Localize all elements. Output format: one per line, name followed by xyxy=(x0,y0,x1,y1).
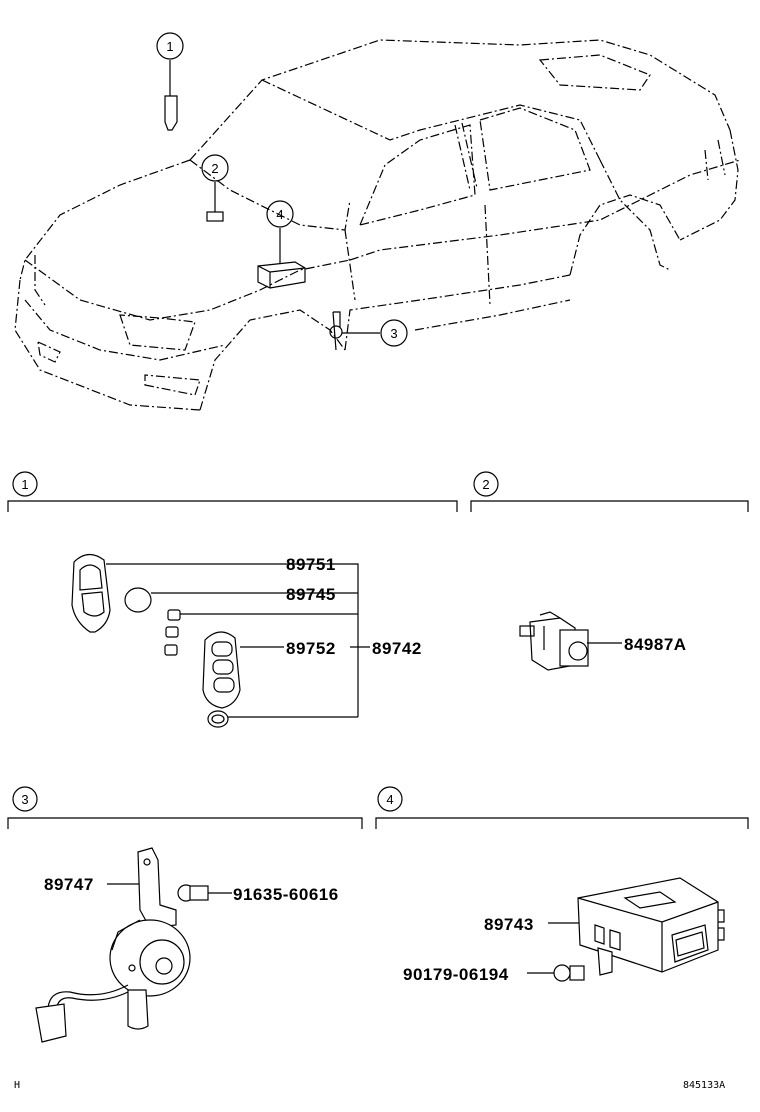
part-89751: 89751 xyxy=(286,555,336,574)
part-84987A: 84987A xyxy=(624,635,687,654)
nut-drawing xyxy=(553,964,571,982)
car-outline xyxy=(14,39,741,411)
section-1-number: 1 xyxy=(21,477,28,492)
callout-2-label: 2 xyxy=(211,161,218,176)
button-drawing-3 xyxy=(164,644,178,656)
section-4-number: 4 xyxy=(386,792,393,807)
part-89743: 89743 xyxy=(484,915,534,934)
siren-drawing xyxy=(109,919,191,997)
part-89742: 89742 xyxy=(372,639,422,658)
section-2-parts: 84987A xyxy=(519,611,687,671)
callout-1-label: 1 xyxy=(166,39,173,54)
button-drawing-1 xyxy=(167,609,181,621)
callout-circle-1 xyxy=(156,32,184,60)
part-90179-06194: 90179-06194 xyxy=(403,965,509,984)
callout-circle-2 xyxy=(201,154,229,182)
bracket-drawing xyxy=(137,847,177,929)
part-89745: 89745 xyxy=(286,585,336,604)
ecu-location-icon xyxy=(257,261,306,289)
callout-circle-4 xyxy=(266,200,294,228)
ring-drawing xyxy=(207,710,229,728)
connector-drawing-2 xyxy=(127,989,149,1030)
transmitter-drawing xyxy=(202,631,241,709)
horn-location-icon xyxy=(329,311,343,351)
key-location-icon xyxy=(164,95,178,131)
callout-circle-3 xyxy=(380,319,408,347)
connector-drawing xyxy=(35,1003,67,1043)
section-3-number: 3 xyxy=(21,792,28,807)
switch-location-icon xyxy=(206,211,224,222)
callout-3-label: 3 xyxy=(390,326,397,341)
footer-left-code: H xyxy=(14,1080,20,1091)
section-3-header: 3 xyxy=(7,786,363,829)
car-part-icons xyxy=(164,95,343,351)
drawing-number: 845133A xyxy=(683,1080,725,1091)
section-1-parts: 89751 89745 89752 89742 xyxy=(71,553,422,728)
section-3-parts: 89747 91635-60616 xyxy=(35,847,339,1043)
part-91635-60616: 91635-60616 xyxy=(233,885,339,904)
car-callouts: 1 2 4 3 xyxy=(156,32,408,347)
part-89747: 89747 xyxy=(44,875,94,894)
callout-4-label: 4 xyxy=(276,207,283,222)
section-1-header: 1 xyxy=(7,471,458,512)
button-drawing-2 xyxy=(165,626,179,638)
part-89752: 89752 xyxy=(286,639,336,658)
section-4-header: 4 xyxy=(375,786,749,829)
section-2-header: 2 xyxy=(470,471,749,512)
section-4-parts: 89743 90179-06194 xyxy=(403,877,725,984)
battery-drawing xyxy=(124,587,152,613)
section-2-number: 2 xyxy=(482,477,489,492)
